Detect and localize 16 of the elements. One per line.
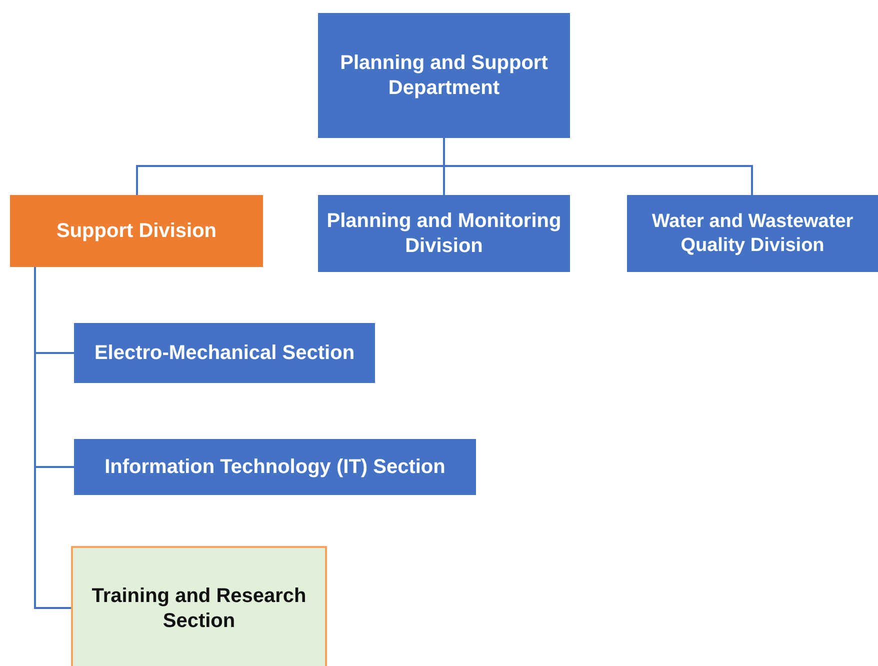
connector-line [34, 267, 71, 609]
unit-name: Planning and Monitoring Division [326, 208, 562, 258]
org-unit-box [74, 439, 476, 495]
unit-name: Training and Research Section [90, 584, 308, 634]
org-unit-box [318, 13, 570, 138]
unit-name: Support Division [56, 218, 216, 244]
org-unit-box [74, 323, 375, 383]
org-unit-box [10, 195, 263, 267]
unit-name: Electro-Mechanical Section [94, 340, 355, 366]
org-unit-box [627, 195, 878, 272]
org-unit-box [318, 195, 570, 272]
connector-line [443, 138, 753, 195]
unit-name: Water and Wastewater Quality Division [650, 210, 854, 258]
org-unit-box [71, 546, 327, 666]
unit-name: Information Technology (IT) Section [104, 454, 446, 480]
unit-name: Planning and Support Department [339, 50, 549, 100]
